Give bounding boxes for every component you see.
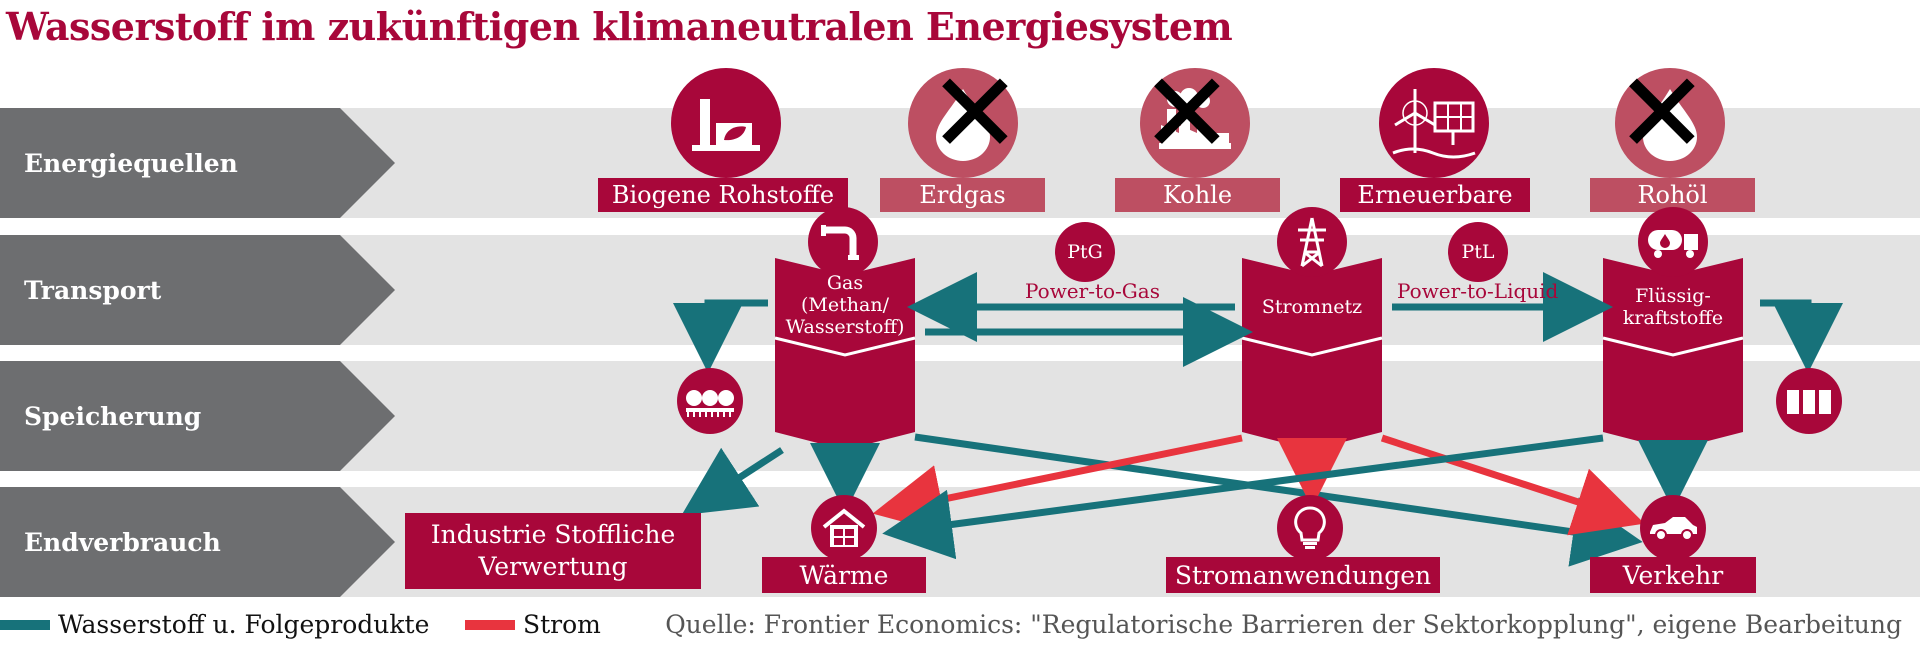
- waerme-label: Wärme: [762, 557, 926, 593]
- arrow-strom-to-verkehr: [1380, 434, 1645, 536]
- row-label-text: Speicherung: [24, 401, 202, 431]
- ptl-short-label: PtL: [1461, 241, 1495, 263]
- row-label-text: Energiequellen: [24, 148, 238, 178]
- tank-truck-icon: [1648, 230, 1698, 258]
- row-label-endverbrauch: Endverbrauch: [0, 487, 395, 597]
- biogene-source: [671, 68, 781, 178]
- arrow-strom-to-waerme: [872, 434, 1243, 534]
- source-note: Quelle: Frontier Economics: "Regulatoris…: [665, 610, 1902, 639]
- stromanwendungen-label: Stromanwendungen: [1166, 557, 1440, 593]
- biomass-factory-icon: [692, 99, 760, 151]
- source-label-biogene: Biogene Rohstoffe: [598, 178, 848, 212]
- arrow-gas-storage: [673, 299, 768, 373]
- coal-factory-icon: [1159, 88, 1231, 149]
- ptl-circle: PtL: [1448, 222, 1508, 282]
- gas-transport-icon-circle: [808, 207, 878, 277]
- row-label-text: Transport: [24, 275, 162, 305]
- gas-pillar-label: Gas (Methan/ Wasserstoff): [785, 272, 905, 338]
- industrie-label: Industrie Stoffliche Verwertung: [430, 520, 676, 581]
- source-label-erdgas: Erdgas: [880, 178, 1045, 212]
- erdgas-source: [908, 68, 1018, 178]
- lightbulb-icon: [1294, 506, 1326, 549]
- rohoel-excluded-mark: ✕: [1615, 49, 1709, 179]
- ptg-short-label: PtG: [1067, 241, 1103, 263]
- kohle-excluded-mark: ✕: [1140, 49, 1234, 179]
- legend-h2-label: Wasserstoff u. Folgeprodukte: [58, 610, 430, 639]
- gas-drop-icon: [936, 89, 990, 161]
- wind-solar-icon: [1392, 89, 1476, 159]
- fluessig-storage-circle: [1776, 368, 1842, 434]
- strom-transport-icon-circle: [1277, 207, 1347, 277]
- gas-storage-circle: [677, 368, 743, 434]
- house-icon: [822, 508, 866, 547]
- arrow-fluessig-to-waerme: [882, 434, 1604, 560]
- legend-h2: Wasserstoff u. Folgeprodukte: [0, 610, 429, 639]
- page-title: Wasserstoff im zukünftigen klimaneutrale…: [6, 4, 1233, 49]
- waerme-icon-circle: [811, 495, 877, 561]
- strom-pillar-label: Stromnetz: [1261, 296, 1363, 318]
- kohle-source: [1140, 68, 1250, 178]
- car-icon: [1650, 517, 1697, 541]
- legend-h2-swatch: [0, 619, 50, 630]
- arrow-gas-to-verkehr: [914, 433, 1643, 567]
- oil-drop-icon: [1643, 89, 1697, 161]
- row-label-energiequellen: Energiequellen: [0, 108, 395, 218]
- row-label-text: Endverbrauch: [24, 527, 221, 557]
- legend-strom-swatch: [465, 619, 515, 630]
- fluessig-pillar-label: Flüssig- kraftstoffe: [1622, 285, 1724, 329]
- power-pylon-icon: [1298, 217, 1326, 268]
- industrie-box: Industrie Stoffliche Verwertung: [405, 513, 701, 589]
- stromanwendungen-icon-circle: [1277, 495, 1343, 561]
- ptl-long-label: Power-to-Liquid: [1397, 279, 1559, 303]
- rohoel-source: [1615, 68, 1725, 178]
- legend-strom-label: Strom: [523, 610, 601, 639]
- erneuerbare-source: [1379, 68, 1489, 178]
- ptg-circle: PtG: [1055, 222, 1115, 282]
- ptg-long-label: Power-to-Gas: [1025, 279, 1160, 303]
- row-label-speicherung: Speicherung: [0, 361, 395, 471]
- row-label-transport: Transport: [0, 235, 395, 345]
- source-label-erneuerbare: Erneuerbare: [1340, 178, 1530, 212]
- verkehr-icon-circle: [1640, 495, 1706, 561]
- source-label-kohle: Kohle: [1115, 178, 1280, 212]
- arrow-fluessig-storage: [1760, 299, 1843, 373]
- arrow-gas-to-industrie: [681, 447, 784, 516]
- oil-tanks-icon: [1787, 390, 1831, 414]
- legend-strom: Strom: [465, 610, 601, 639]
- gas-tanks-icon: [686, 390, 734, 417]
- source-label-rohoel: Rohöl: [1590, 178, 1755, 212]
- fluessig-transport-icon-circle: [1638, 207, 1708, 277]
- pipe-icon: [821, 225, 859, 260]
- verkehr-label: Verkehr: [1590, 557, 1756, 593]
- erdgas-excluded-mark: ✕: [928, 49, 1022, 179]
